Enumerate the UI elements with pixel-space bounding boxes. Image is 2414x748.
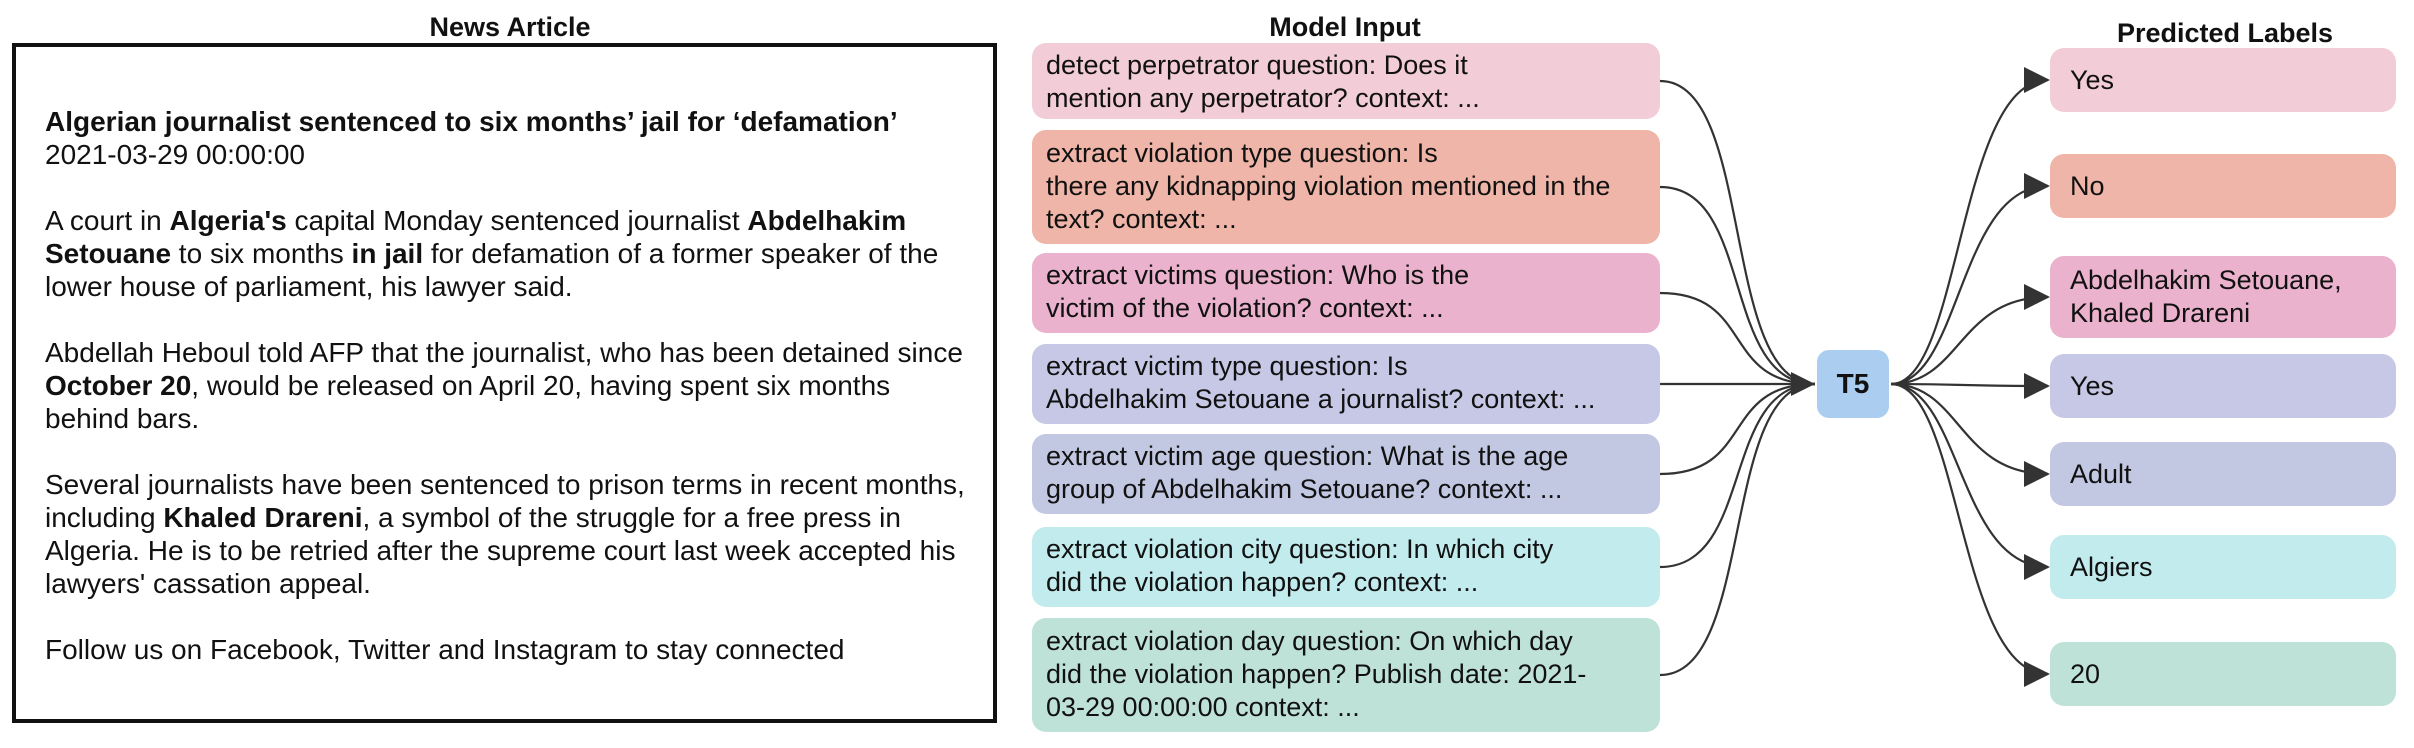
model-input-text-line: extract victim age question: What is the… (1046, 441, 1569, 471)
input-edge (1659, 291, 1816, 386)
model-input-text-line: text? context: ... (1046, 204, 1237, 234)
input-arrowhead (1791, 372, 1815, 396)
model-input-box: extract violation city question: In whic… (1032, 527, 1660, 607)
article-text-run: to six months (171, 238, 352, 269)
output-edge (1890, 173, 2050, 386)
predicted-label-line: No (2070, 170, 2105, 201)
model-input-text-line: 03-29 00:00:00 context: ... (1046, 692, 1360, 722)
predicted-label-box: Yes (2050, 354, 2396, 418)
predicted-label-line: Abdelhakim Setouane, (2070, 265, 2342, 295)
model-input-text-line: extract violation day question: On which… (1046, 626, 1573, 656)
article-text-run: Abdelhakim Setouane (45, 205, 907, 269)
output-edge (1890, 382, 2050, 580)
predicted-label-line: 20 (2070, 658, 2101, 689)
article-footer: Follow us on Facebook, Twitter and Insta… (45, 634, 845, 665)
article-text-run: Several journalists have been sentenced … (45, 469, 965, 533)
model-input-text-line: Abdelhakim Setouane a journalist? contex… (1046, 384, 1596, 414)
predicted-label-text: No (2070, 170, 2105, 203)
input-edges (1659, 79, 1816, 677)
input-edge (1659, 382, 1816, 569)
predicted-label-box: 20 (2050, 642, 2396, 706)
predicted-label-line: Algiers (2070, 551, 2153, 582)
article-date: 2021-03-29 00:00:00 (45, 139, 305, 170)
labels-column-title: Predicted Labels (2116, 18, 2334, 48)
predicted-label-box: Yes (2050, 48, 2396, 112)
predicted-label-box: No (2050, 154, 2396, 218)
article-text-run: October 20 (45, 370, 192, 401)
article-headline: Algerian journalist sentenced to six mon… (45, 106, 898, 137)
input-edge (1659, 185, 1816, 386)
article-column-title: News Article (429, 12, 591, 42)
article-paragraph-1: A court in Algeria's capital Monday sent… (45, 204, 965, 303)
predicted-label-line: Adult (2070, 458, 2132, 489)
model-input-box: extract victim age question: What is the… (1032, 434, 1660, 514)
news-article-box: Algerian journalist sentenced to six mon… (12, 43, 997, 723)
predicted-label-box: Abdelhakim Setouane,Khaled Drareni (2050, 256, 2396, 338)
model-input-text-line: did the violation happen? context: ... (1046, 567, 1479, 597)
output-edges (1890, 67, 2050, 687)
article-text-run: in jail (351, 238, 424, 269)
article-paragraph-2: Abdellah Heboul told AFP that the journa… (45, 336, 965, 435)
model-input-text-line: mention any perpetrator? context: ... (1046, 83, 1480, 113)
predicted-label-text: 20 (2070, 658, 2100, 691)
article-text-run: , would be released on April 20, having … (45, 370, 891, 434)
predicted-label-text: Adult (2070, 458, 2132, 491)
predicted-label-line: Yes (2070, 370, 2115, 401)
predicted-label-box: Adult (2050, 442, 2396, 506)
article-text-run: , a symbol of the struggle for a free pr… (45, 502, 956, 599)
predicted-label-box: Algiers (2050, 535, 2396, 599)
predicted-label-line: Khaled Drareni (2070, 298, 2251, 328)
model-input-text-line: extract violation city question: In whic… (1046, 534, 1554, 564)
model-input-text-line: there any kidnapping violation mentioned… (1046, 171, 1611, 201)
article-text-run: capital Monday sentenced journalist (286, 205, 748, 236)
article-text-run: A court in (45, 205, 170, 236)
model-input-text-line: group of Abdelhakim Setouane? context: .… (1046, 474, 1563, 504)
input-column-title: Model Input (1269, 12, 1421, 42)
predicted-label-text: Yes (2070, 370, 2114, 403)
output-edge (1890, 382, 2050, 687)
output-edge (1890, 382, 2050, 487)
predicted-label-text: Abdelhakim Setouane,Khaled Drareni (2070, 264, 2342, 330)
article-text-run: Algeria's (169, 205, 287, 236)
input-edge (1659, 382, 1816, 476)
output-edge (1890, 67, 2050, 386)
t5-model-node: T5 (1817, 350, 1889, 418)
input-edge (1659, 382, 1816, 677)
model-input-text-line: did the violation happen? Publish date: … (1046, 659, 1587, 689)
predicted-label-text: Yes (2070, 64, 2114, 97)
model-input-text-line: extract violation type question: Is (1046, 138, 1438, 168)
t5-label: T5 (1836, 368, 1870, 399)
model-input-text-line: extract victims question: Who is the (1046, 260, 1470, 290)
article-text-run: Abdellah Heboul told AFP that the journa… (45, 337, 963, 368)
model-input-text-line: victim of the violation? context: ... (1046, 293, 1444, 323)
article-paragraph-3: Several journalists have been sentenced … (45, 468, 965, 600)
model-input-text-line: detect perpetrator question: Does it (1046, 50, 1468, 80)
predicted-label-line: Yes (2070, 64, 2115, 95)
output-edge (1890, 284, 2050, 386)
input-edge (1659, 79, 1816, 386)
output-edge (1890, 372, 2050, 399)
predicted-label-text: Algiers (2070, 551, 2153, 584)
model-input-text-line: extract victim type question: Is (1046, 351, 1408, 381)
article-text-run: for defamation of a former speaker of th… (45, 238, 939, 302)
article-text-run: Khaled Drareni (163, 502, 363, 533)
model-input-box: extract violation day question: On which… (1032, 618, 1660, 732)
